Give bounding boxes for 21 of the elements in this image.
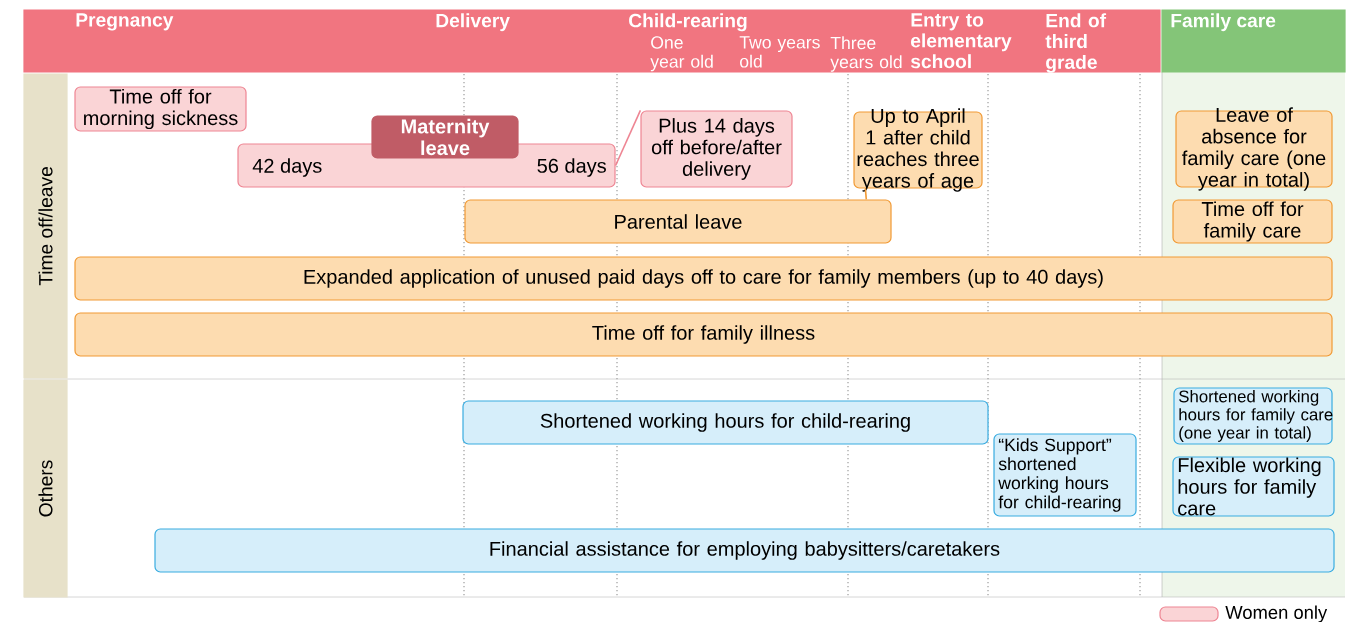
support-box: Flexible working hours for family care (1172, 456, 1335, 517)
leave-bar: Parental leave (464, 199, 892, 244)
support-bar: Financial assistance for employing babysitters/caretakers (154, 528, 1335, 573)
connector-line (614, 109, 642, 167)
leave-box: Time off for morning sickness (74, 86, 247, 132)
support-bar: Shortened working hours for child-rearing (462, 400, 989, 445)
support-box: Shortened working hours for family care (one year in total) (1173, 387, 1333, 445)
legend-label: Women only (1225, 605, 1328, 622)
support-box: “Kids Support” shortened working hours for child-rearing (993, 433, 1137, 517)
row-label: Time off/leave (23, 73, 68, 379)
connector-line (864, 187, 868, 201)
header-band: Family care (1161, 9, 1346, 73)
header-band: Pregnancy Delivery Child-rearing One year old Two years old Three years old Entry to elementary school End of third grade (23, 9, 1161, 73)
leave-box: Plus 14 days off before/after delivery (640, 110, 793, 188)
leave-box: Time off for family care (1172, 199, 1333, 244)
leave-bar: Expanded application of unused paid days off to care for family members (up to 40 days) (74, 256, 1333, 301)
leave-bar: Time off for family illness (74, 312, 1333, 357)
note-box: Up to April 1 after child reaches three years of age (853, 108, 983, 192)
row-label: Others (23, 379, 68, 598)
leave-box: Leave of absence for family care (one year in total) (1175, 107, 1333, 191)
leave-box: Maternity leave (371, 115, 519, 159)
